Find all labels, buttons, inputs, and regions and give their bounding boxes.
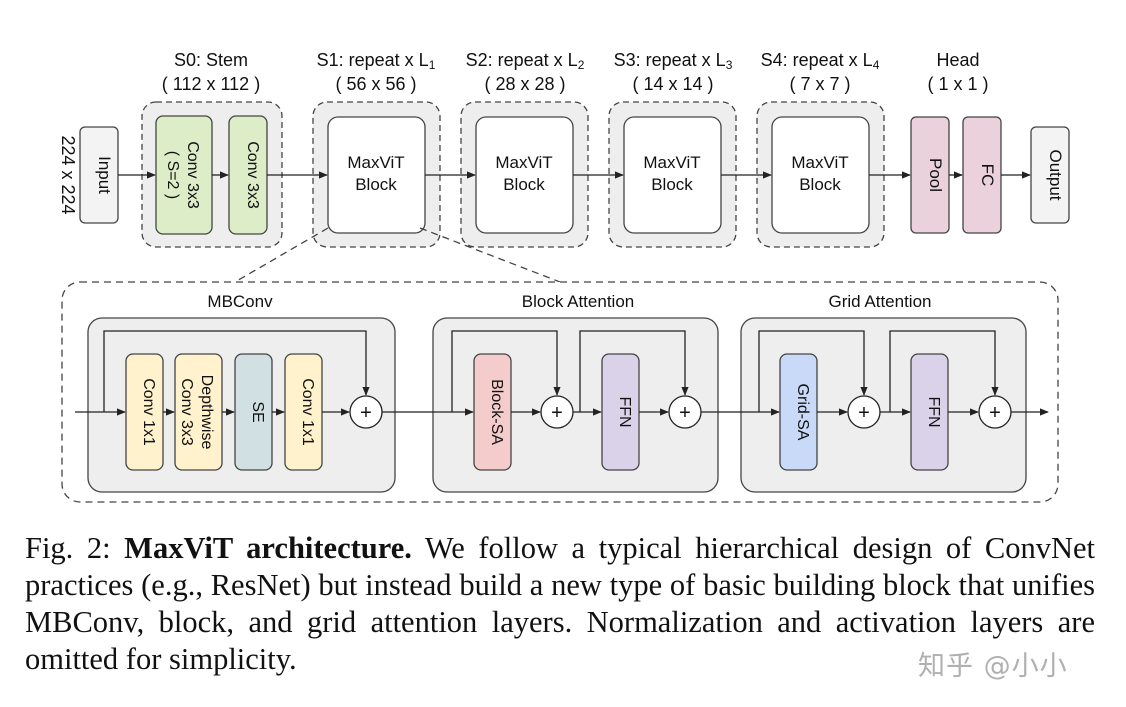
- stage3-resolution: ( 14 x 14 ): [632, 74, 713, 94]
- stem-title: S0: Stem: [174, 50, 248, 70]
- block-sa-label: Block-SA: [488, 379, 505, 445]
- mbconv-conv1x1-b-label: Conv 1x1: [299, 378, 316, 446]
- mbconv-se-label: SE: [249, 401, 266, 422]
- caption-text: We follow a typical hierarchical design …: [25, 531, 1095, 676]
- mbconv-depthwise-label: DepthwiseConv 3x3: [178, 375, 215, 450]
- head-title: Head: [936, 50, 979, 70]
- grid-attention-title: Grid Attention: [828, 292, 931, 311]
- plus-5: +: [989, 402, 1001, 424]
- figure-caption: Fig. 2: MaxViT architecture. We follow a…: [25, 530, 1095, 678]
- block-ffn-label: FFN: [616, 396, 633, 427]
- head-resolution: ( 1 x 1 ): [927, 74, 988, 94]
- stage-titles: S0: Stem ( 112 x 112 ) S1: repeat x L1 (…: [162, 50, 989, 94]
- stage1-resolution: ( 56 x 56 ): [335, 74, 416, 94]
- input-size-label: 224 x 224: [58, 135, 78, 214]
- stage2-resolution: ( 28 x 28 ): [484, 74, 565, 94]
- fc-label: FC: [978, 164, 997, 187]
- plus-2: +: [551, 402, 563, 424]
- stem-conv-label: Conv 3x3: [244, 141, 261, 209]
- caption-title: MaxViT architecture.: [124, 531, 412, 565]
- grid-sa-label: Grid-SA: [794, 384, 811, 441]
- zoom-connector-lines: [234, 227, 561, 283]
- plus-3: +: [679, 402, 691, 424]
- output-box: [1030, 126, 1070, 224]
- bottom-flow-arrows: [75, 330, 1049, 416]
- mbconv-conv1x1-a-label: Conv 1x1: [140, 378, 157, 446]
- output-label: Output: [1046, 149, 1065, 200]
- grid-ffn-label: FFN: [925, 396, 942, 427]
- zhihu-watermark: 知乎 @小小: [918, 651, 1068, 682]
- stage4-title: S4: repeat x L4: [761, 50, 880, 72]
- caption-prefix: Fig. 2:: [25, 531, 125, 565]
- pool-label: Pool: [926, 158, 945, 192]
- mbconv-title: MBConv: [207, 292, 273, 311]
- plus-1: +: [360, 402, 372, 424]
- input-label: Input: [95, 156, 114, 194]
- block-attention-title: Block Attention: [522, 292, 634, 311]
- stage4-resolution: ( 7 x 7 ): [789, 74, 850, 94]
- stage1-title: S1: repeat x L1: [317, 50, 436, 72]
- plus-4: +: [858, 402, 870, 424]
- stem-resolution: ( 112 x 112 ): [162, 74, 260, 94]
- adders: [349, 395, 1012, 429]
- stage2-title: S2: repeat x L2: [466, 50, 585, 72]
- stem-conv-stride-label: Conv 3x3( S=2 ): [164, 141, 201, 209]
- stage3-title: S3: repeat x L3: [614, 50, 733, 72]
- maxvit-architecture-diagram: S0: Stem ( 112 x 112 ) S1: repeat x L1 (…: [58, 50, 1070, 503]
